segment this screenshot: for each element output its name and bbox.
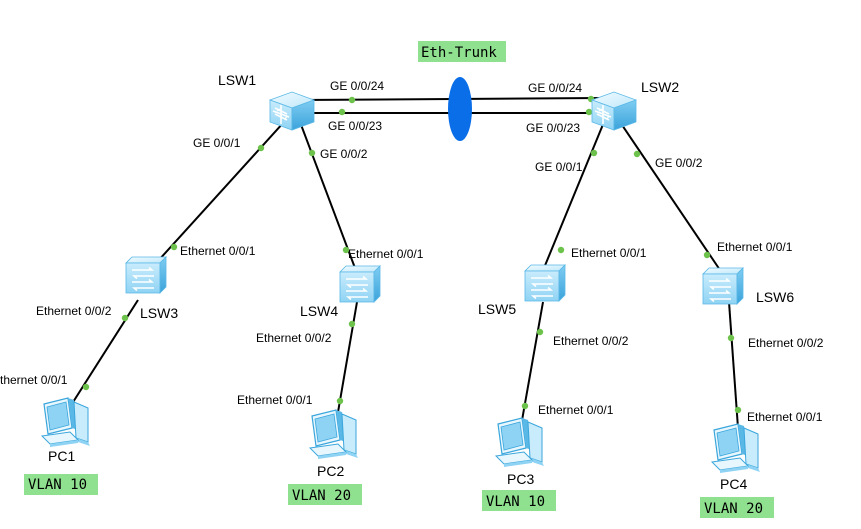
- lsw1-ge1-label: GE 0/0/1: [193, 136, 241, 150]
- lsw1-ge24-label: GE 0/0/24: [330, 79, 384, 93]
- pc3-label: PC3: [507, 471, 534, 487]
- pc-icon: [41, 397, 91, 448]
- core-switch-icon: [269, 91, 315, 131]
- pc1-computer[interactable]: [41, 397, 91, 448]
- pc2-e1-label: Ethernet 0/0/1: [237, 393, 313, 407]
- access-switch-icon: [702, 267, 744, 305]
- pc1-vlan-badge: [24, 474, 98, 495]
- lsw2-ge24-label: GE 0/0/24: [528, 81, 582, 95]
- pc3-vlan-label: VLAN 10: [486, 494, 545, 510]
- lsw1-label: LSW1: [218, 72, 256, 88]
- pc4-e1-label: Ethernet 0/0/1: [747, 410, 823, 424]
- lsw6-e1-label: Ethernet 0/0/1: [717, 240, 793, 254]
- pc3-vlan-badge: [482, 490, 556, 511]
- lsw2-ge2-label: GE 0/0/2: [655, 156, 703, 170]
- pc2-label: PC2: [317, 463, 344, 479]
- access-switch-icon: [339, 265, 381, 303]
- pc-icon: [711, 423, 761, 474]
- pc1-vlan-label: VLAN 10: [28, 477, 87, 493]
- lsw3-label: LSW3: [140, 305, 178, 321]
- lsw5-switch[interactable]: [524, 264, 566, 302]
- lsw2-switch[interactable]: [591, 91, 637, 131]
- link-lsw2-lsw6: [619, 121, 721, 271]
- lsw3-e1-label: Ethernet 0/0/1: [180, 244, 256, 258]
- link-lsw2-lsw5: [543, 121, 605, 269]
- core-switch-icon: [591, 91, 637, 131]
- lsw2-ge23-label: GE 0/0/23: [526, 121, 580, 135]
- lsw3-e2-label: Ethernet 0/0/2: [36, 304, 112, 318]
- lsw4-label: LSW4: [300, 303, 338, 319]
- pc1-e1-label: Ethernet 0/0/1: [0, 373, 68, 387]
- pc-icon: [309, 409, 359, 460]
- lsw6-e2-label: Ethernet 0/0/2: [748, 336, 824, 350]
- pc2-computer[interactable]: [309, 409, 359, 460]
- lsw1-ge2-label: GE 0/0/2: [320, 147, 368, 161]
- lsw6-label: LSW6: [756, 289, 794, 305]
- pc4-vlan-badge: [700, 497, 774, 518]
- pc1-label: PC1: [48, 448, 75, 464]
- pc2-vlan-badge: [288, 484, 362, 505]
- access-switch-icon: [524, 264, 566, 302]
- pc-icon: [495, 417, 545, 468]
- pc2-vlan-label: VLAN 20: [292, 488, 351, 504]
- pc4-vlan-label: VLAN 20: [704, 501, 763, 517]
- link-lsw6-pc4: [728, 301, 739, 429]
- pc3-computer[interactable]: [495, 417, 545, 468]
- lsw5-e1-label: Ethernet 0/0/1: [571, 246, 647, 260]
- lsw2-ge1-label: GE 0/0/1: [535, 160, 583, 174]
- lsw3-switch[interactable]: [125, 256, 167, 294]
- lsw1-ge23-label: GE 0/0/23: [328, 119, 382, 133]
- lsw4-switch[interactable]: [339, 265, 381, 303]
- lsw6-switch[interactable]: [702, 267, 744, 305]
- pc4-computer[interactable]: [711, 423, 761, 474]
- lsw2-label: LSW2: [641, 79, 679, 95]
- pc4-label: PC4: [720, 476, 747, 492]
- lsw5-e2-label: Ethernet 0/0/2: [553, 334, 629, 348]
- link-lsw1-lsw4: [299, 121, 356, 269]
- lsw1-switch[interactable]: [269, 91, 315, 131]
- eth-trunk-label: Eth-Trunk: [421, 45, 497, 61]
- pc3-e1-label: Ethernet 0/0/1: [538, 403, 614, 417]
- eth-trunk-ellipse[interactable]: [448, 77, 472, 141]
- lsw4-e2-label: Ethernet 0/0/2: [256, 331, 332, 345]
- access-switch-icon: [125, 256, 167, 294]
- eth-trunk-badge: [418, 41, 506, 62]
- lsw5-label: LSW5: [478, 301, 516, 317]
- lsw4-e1-label: Ethernet 0/0/1: [348, 247, 424, 261]
